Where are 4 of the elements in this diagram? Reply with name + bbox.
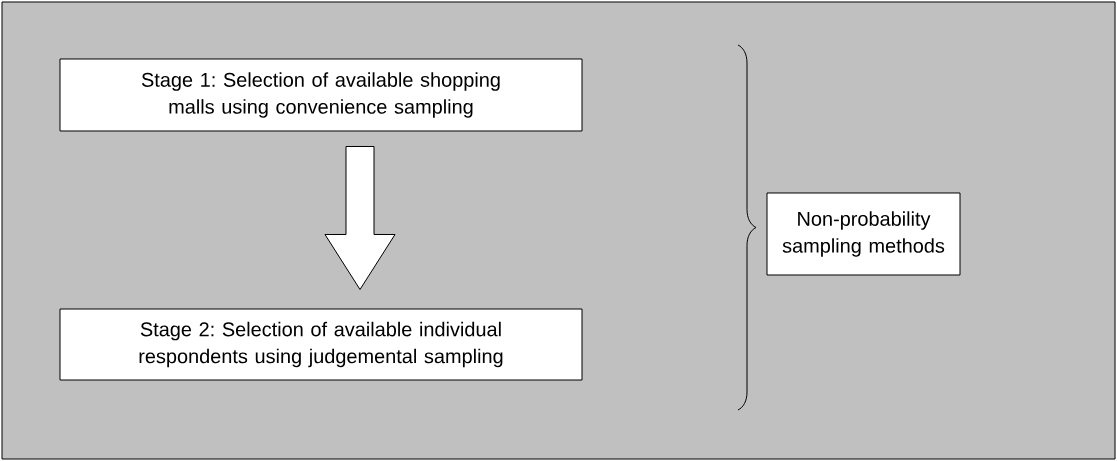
process-box: Stage 1: Selection of available shopping malls using convenience sampling (59, 58, 583, 132)
process-box: Stage 2: Selection of available individual respondents using judgemental sampling (59, 308, 583, 381)
block-arrow (324, 146, 396, 290)
category-box: Non-probability sampling methods (766, 192, 961, 276)
